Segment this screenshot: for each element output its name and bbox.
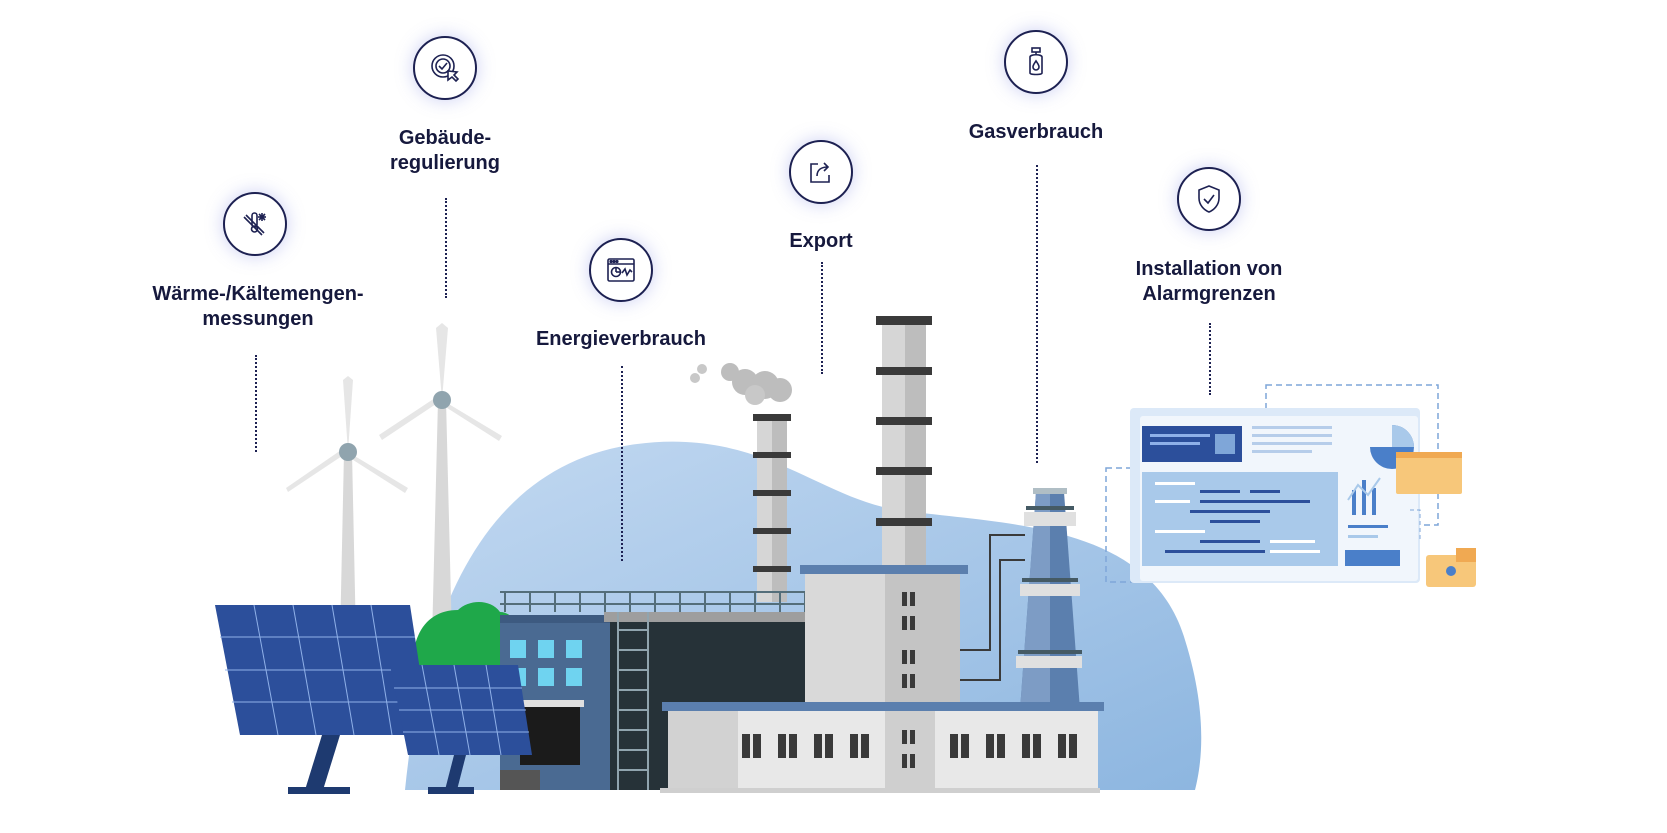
touch-check-icon [431,54,460,83]
gas-bottle-icon [1029,47,1043,76]
wind-turbine-large [379,323,502,640]
energie-icon-circle [589,238,653,302]
alarm-connector [1209,323,1211,395]
shield-check-icon [1198,185,1220,213]
waerme-icon-circle [223,192,287,256]
gebaeude-connector [445,198,447,298]
smoke-cloud [690,363,792,405]
energie-connector [621,366,623,561]
thermometer-snowflake-icon [243,212,266,236]
energie-label: Energieverbrauch [535,328,707,350]
alarm-label-line2: Alarmgrenzen [1142,283,1276,305]
roof-railing [500,591,806,612]
waerme-label: Wärme-/Kältemengen- messungen [128,282,388,332]
cooling-tower [1016,488,1082,710]
solar-panel-front [390,664,532,794]
green-bush [412,602,520,670]
alarm-label: Installation von Alarmgrenzen [1104,257,1314,307]
gebaeude-label-line1: Gebäude- [398,127,492,149]
dashboard-graphic [1105,384,1476,587]
export-label: Export [789,230,853,252]
chimney-left [753,414,791,602]
chimney-tall [876,316,932,570]
gas-connector [1036,165,1038,463]
share-export-icon [810,162,830,183]
ladder [617,612,649,790]
gas-label: Gasverbrauch [968,121,1104,143]
alarm-label-line1: Installation von [1135,258,1283,280]
gas-icon-circle [1004,30,1068,94]
waerme-label-line2: messungen [202,308,314,330]
waerme-label-line1: Wärme-/Kältemengen- [152,283,364,305]
solar-panel-back [215,604,430,794]
waerme-connector [255,355,257,452]
gebaeude-icon-circle [413,36,477,100]
export-connector [821,262,823,374]
front-building [660,702,1104,793]
export-icon-circle [789,140,853,204]
alarm-icon-circle [1177,167,1241,231]
wind-turbine-small [286,376,408,640]
dashboard-monitor-icon [607,258,635,282]
gebaeude-label: Gebäude- regulierung [345,126,545,176]
gebaeude-label-line2: regulierung [389,152,500,174]
